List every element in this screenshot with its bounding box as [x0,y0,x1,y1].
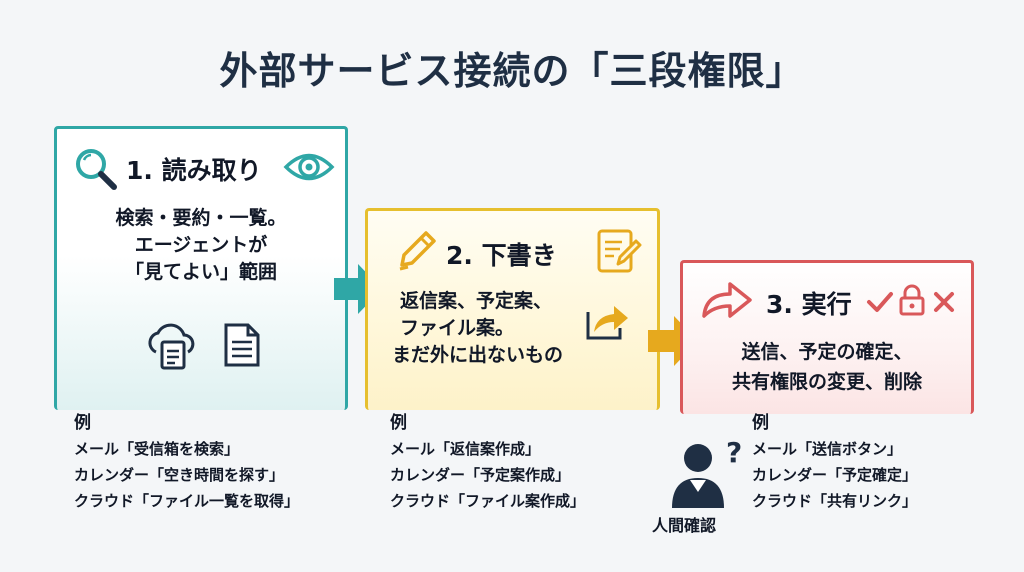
example-label: 例 [752,413,769,433]
stage-desc-execute: 送信、予定の確定、 共有権限の変更、削除 [686,337,968,397]
forward-arrow-icon [702,282,752,318]
desc-line: 送信、予定の確定、 [741,341,913,363]
example-item: メール「返信案作成」 [390,440,541,458]
example-item: クラウド「ファイル一覧を取得」 [74,492,300,510]
stage-heading-execute: 3. 実行 [766,290,852,319]
lock-icon [899,284,925,316]
example-label: 例 [74,413,91,433]
examples-execute: 例 メール「送信ボタン」 カレンダー「予定確定」 クラウド「共有リンク」 [752,410,917,514]
document-icon [224,323,260,367]
example-item: メール「受信箱を検索」 [74,440,240,458]
desc-line: 「見てよい」範囲 [124,261,277,283]
example-item: カレンダー「予定案作成」 [390,466,571,484]
examples-draft: 例 メール「返信案作成」 カレンダー「予定案作成」 クラウド「ファイル案作成」 [390,410,585,514]
examples-read: 例 メール「受信箱を検索」 カレンダー「空き時間を探す」 クラウド「ファイル一覧… [74,410,299,514]
person-question-icon: ? [672,436,742,508]
example-item: クラウド「共有リンク」 [752,492,918,510]
page-title: 外部サービス接続の「三段権限」 [219,49,805,93]
desc-line: 共有権限の変更、削除 [731,371,922,393]
x-icon [934,292,954,312]
desc-line: ファイル案。 [400,317,515,339]
cloud-document-icon [148,323,195,370]
share-arrow-icon [586,306,628,340]
example-item: メール「送信ボタン」 [752,440,903,458]
pencil-icon [399,231,436,271]
check-icon [867,292,893,312]
stage-heading-draft: 2. 下書き [446,241,557,270]
edit-note-icon [597,229,642,273]
stage-desc-draft: 返信案、予定案、 ファイル案。 まだ外に出ないもの [392,288,563,369]
example-item: カレンダー「予定確定」 [752,466,918,484]
example-item: カレンダー「空き時間を探す」 [74,466,285,484]
example-label: 例 [390,413,407,433]
svg-text:?: ? [726,436,742,469]
stage-desc-read: 検索・要約・一覧。 エージェントが 「見てよい」範囲 [68,205,334,286]
magnifier-icon [76,149,117,190]
human-check-label: 人間確認 [652,516,717,535]
desc-line: エージェントが [134,234,268,256]
example-item: クラウド「ファイル案作成」 [390,492,586,510]
stage-heading-read: 1. 読み取り [126,156,262,185]
desc-line: 返信案、予定案、 [400,290,553,312]
eye-icon [283,153,335,181]
desc-line: まだ外に出ないもの [392,344,564,366]
desc-line: 検索・要約・一覧。 [115,207,287,229]
